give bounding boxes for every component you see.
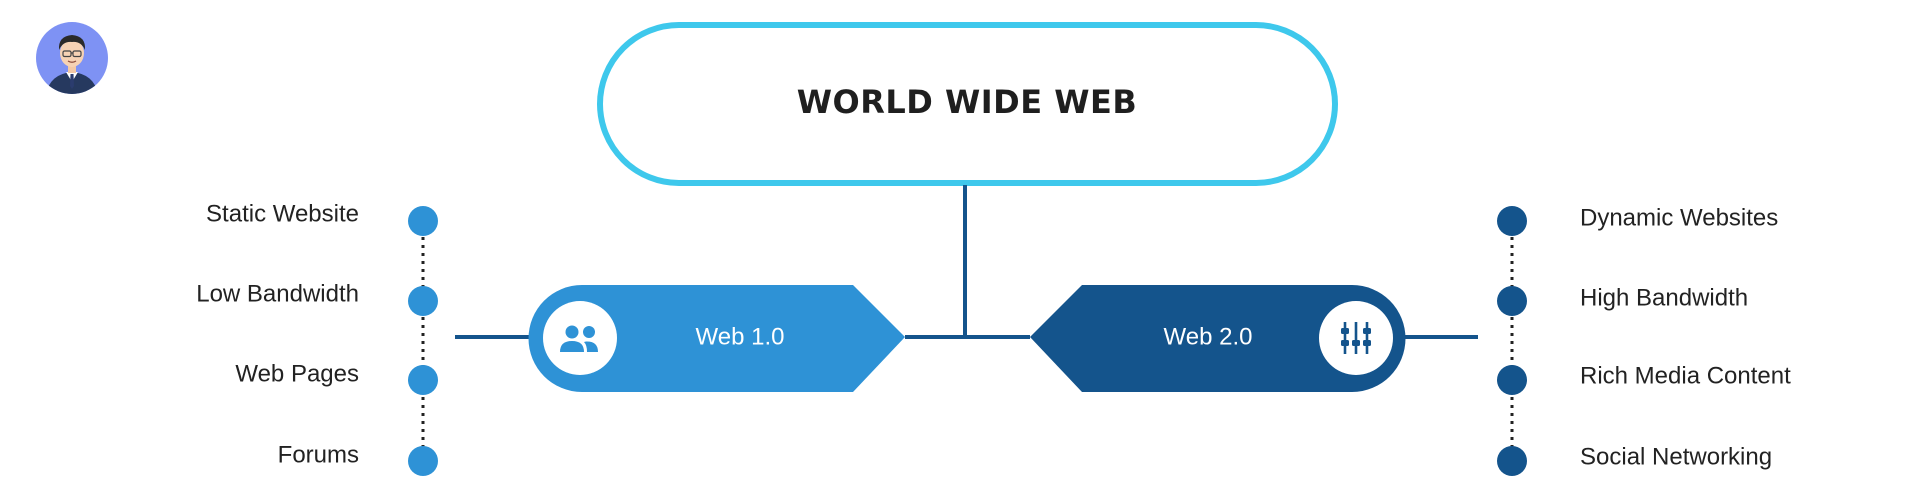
sliders-icon [1341,322,1371,354]
web2-bullet [1497,286,1527,316]
web2-label: Web 2.0 [1164,323,1253,350]
web2-node [1030,285,1406,392]
title-box [597,22,1338,186]
web2-bullet [1497,365,1527,395]
web1-icon-badge [543,301,617,375]
web1-item-static-website: Static Website [206,200,359,227]
web2-item-high-bandwidth: High Bandwidth [1580,284,1748,311]
web2-item-rich-media-content: Rich Media Content [1580,362,1791,389]
web1-item-forums: Forums [278,441,359,468]
web1-label: Web 1.0 [696,323,785,350]
web2-item-social-networking: Social Networking [1580,443,1772,470]
web1-bullet [408,206,438,236]
web2-bullet [1497,206,1527,236]
web1-bullet [408,365,438,395]
diagram-title: WORLD WIDE WEB [797,83,1138,121]
web1-item-web-pages: Web Pages [235,360,359,387]
web1-item-low-bandwidth: Low Bandwidth [196,280,359,307]
avatar-icon [36,22,108,94]
web2-bullet [1497,446,1527,476]
web2-item-dynamic-websites: Dynamic Websites [1580,204,1778,231]
web1-bullet [408,286,438,316]
web1-node [528,285,905,392]
web1-bullet [408,446,438,476]
users-icon [560,325,598,352]
